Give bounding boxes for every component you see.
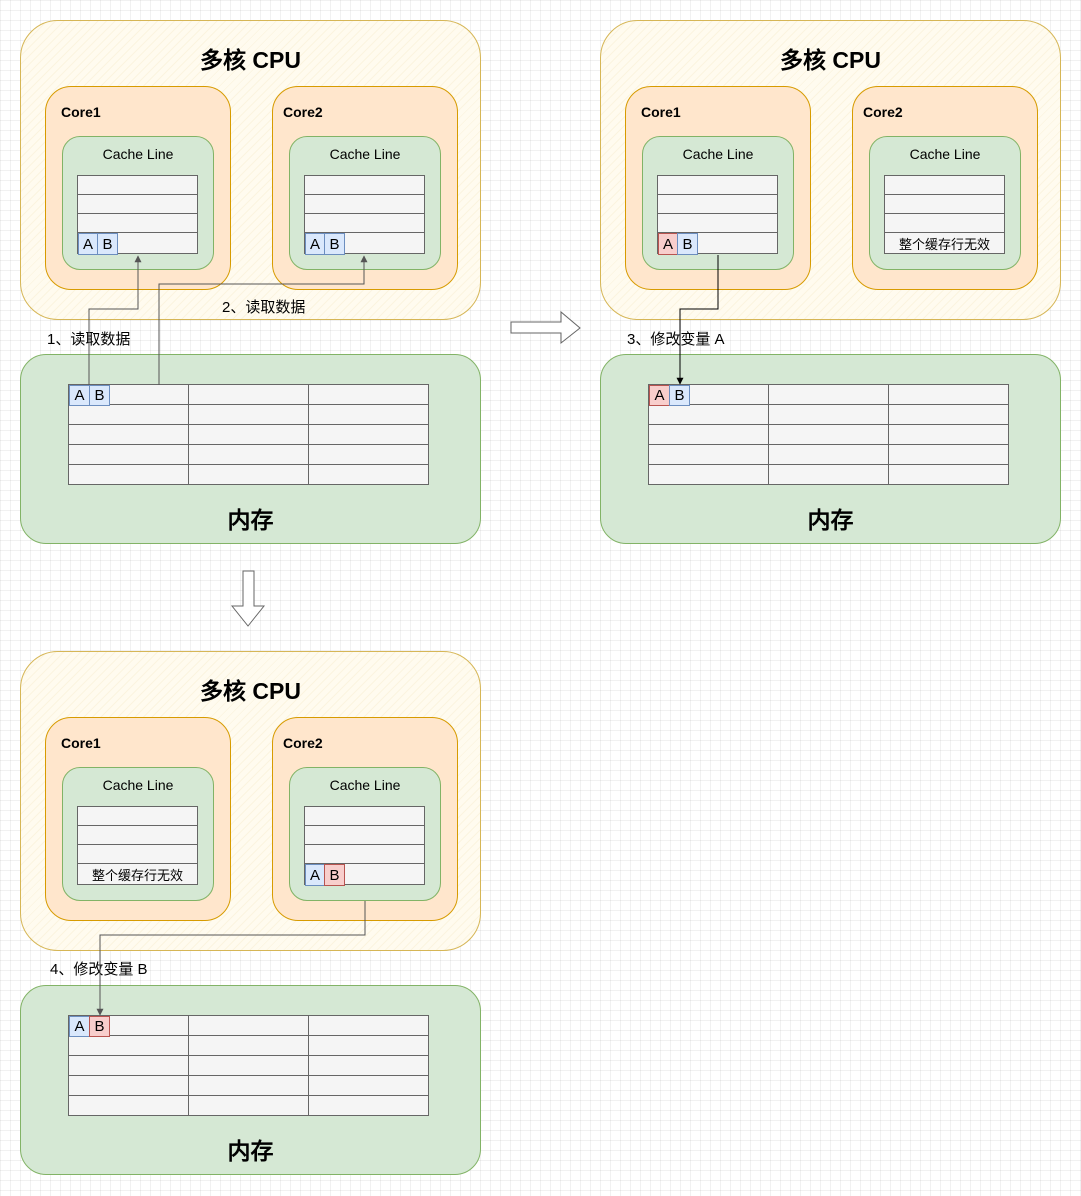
cache-line-title: Cache Line bbox=[102, 146, 174, 162]
cpu-title: 多核 CPU bbox=[780, 47, 881, 73]
read-connector-1 bbox=[88, 255, 142, 385]
cpu-title: 多核 CPU bbox=[200, 47, 301, 73]
cache-row-invalid: 整个缓存行无效 bbox=[77, 863, 198, 885]
cpu-title: 多核 CPU bbox=[200, 678, 301, 704]
step-2-label: 2、读取数据 bbox=[222, 299, 306, 316]
cache-line-title: Cache Line bbox=[682, 146, 754, 162]
memory-grid: A B bbox=[68, 384, 430, 486]
cache-slot-b: B bbox=[677, 233, 698, 255]
cache-line-title: Cache Line bbox=[329, 146, 401, 162]
core1-label: Core1 bbox=[61, 735, 101, 751]
write-connector-3 bbox=[676, 255, 719, 385]
memory-grid: A B bbox=[648, 384, 1010, 486]
read-connector-2 bbox=[158, 255, 368, 385]
memory-title: 内存 bbox=[227, 1138, 274, 1164]
right-arrow-icon bbox=[510, 310, 581, 345]
core2-label: Core2 bbox=[863, 104, 903, 120]
memory-slot-b: B bbox=[89, 385, 110, 406]
memory-grid: A B bbox=[68, 1015, 430, 1117]
memory-title: 内存 bbox=[807, 507, 854, 533]
core1-label: Core1 bbox=[61, 104, 101, 120]
cache-slot-b: B bbox=[324, 233, 345, 255]
core2-label: Core2 bbox=[283, 104, 323, 120]
cache-line-title: Cache Line bbox=[102, 777, 174, 793]
core2-label: Core2 bbox=[283, 735, 323, 751]
cache-slot-b: B bbox=[97, 233, 118, 255]
core1-label: Core1 bbox=[641, 104, 681, 120]
cache-line-title: Cache Line bbox=[329, 777, 401, 793]
cache-slot-b-modified: B bbox=[324, 864, 345, 886]
memory-title: 内存 bbox=[227, 507, 274, 533]
cache-line-title: Cache Line bbox=[909, 146, 981, 162]
cache-row-invalid: 整个缓存行无效 bbox=[884, 232, 1005, 254]
step-3-label: 3、修改变量 A bbox=[627, 331, 725, 348]
write-connector-4 bbox=[96, 901, 366, 1016]
down-arrow-icon bbox=[230, 570, 266, 627]
memory-slot-b-modified: B bbox=[89, 1016, 110, 1037]
step-4-label: 4、修改变量 B bbox=[50, 961, 148, 978]
memory-slot-b: B bbox=[669, 385, 690, 406]
